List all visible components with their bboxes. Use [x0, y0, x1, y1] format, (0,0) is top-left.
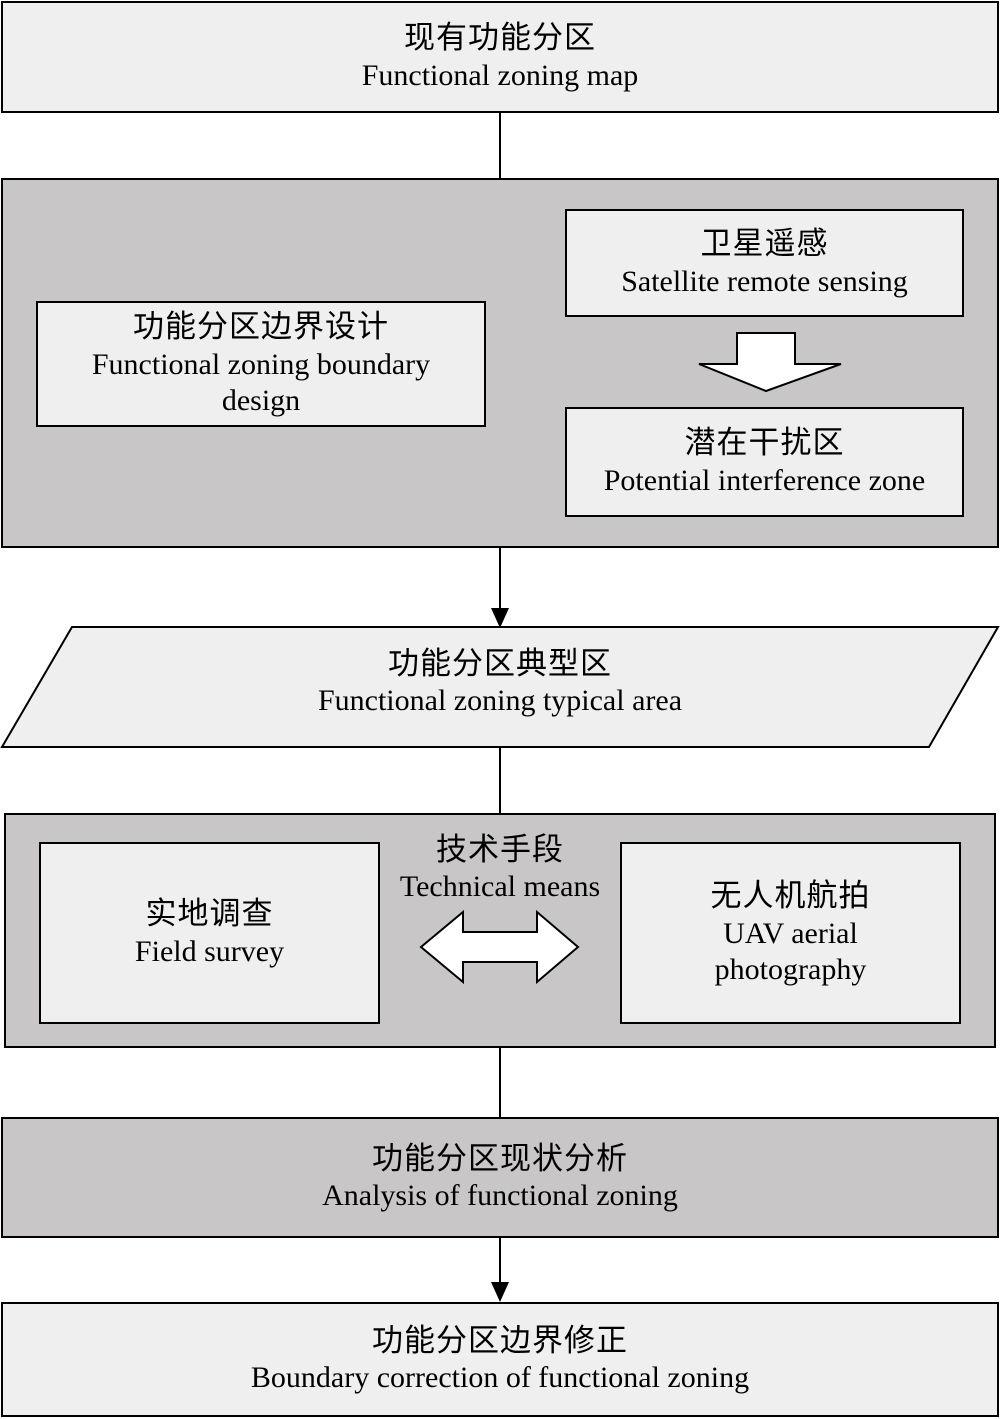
typical-area-cn: 功能分区典型区 — [388, 646, 612, 682]
boundary-design-en-line1: Functional zoning boundary — [91, 347, 431, 381]
uav-en-line2: photography — [714, 952, 867, 986]
boundary-design-box: 功能分区边界设计 Functional zoning boundary desi… — [36, 301, 486, 427]
boundary-design-cn: 功能分区边界设计 — [133, 309, 389, 346]
satellite-cn: 卫星遥感 — [700, 226, 829, 263]
boundary-design-en-line2: design — [221, 383, 301, 417]
satellite-remote-sensing-box: 卫星遥感 Satellite remote sensing — [565, 209, 964, 317]
typical-area-parallelogram — [0, 626, 1000, 748]
field-survey-en: Field survey — [134, 934, 285, 968]
arrow-panel-to-typical-head — [491, 608, 509, 628]
arrow-analysis-to-correction-head — [491, 1282, 509, 1302]
technical-means-en: Technical means — [399, 870, 601, 904]
field-survey-cn: 实地调查 — [145, 896, 274, 933]
analysis-cn: 功能分区现状分析 — [372, 1140, 628, 1177]
correction-cn: 功能分区边界修正 — [372, 1322, 628, 1359]
functional-zoning-map-box: 现有功能分区 Functional zoning map — [1, 1, 999, 113]
correction-en: Boundary correction of functional zoning — [250, 1361, 750, 1395]
boundary-correction-box: 功能分区边界修正 Boundary correction of function… — [1, 1302, 999, 1417]
uav-en-line1: UAV aerial — [723, 916, 858, 950]
analysis-box: 功能分区现状分析 Analysis of functional zoning — [1, 1117, 999, 1238]
double-arrow-icon — [419, 909, 580, 985]
satellite-en: Satellite remote sensing — [621, 264, 908, 298]
technical-means-label: 技术手段 Technical means — [380, 832, 620, 905]
interference-en: Potential interference zone — [603, 463, 926, 497]
analysis-en: Analysis of functional zoning — [322, 1179, 678, 1213]
interference-cn: 潜在干扰区 — [684, 425, 845, 462]
functional-zoning-map-en: Functional zoning map — [361, 58, 639, 92]
down-arrow-icon — [698, 332, 842, 393]
typical-area-text: 功能分区典型区 Functional zoning typical area — [100, 646, 900, 719]
typical-area-en: Functional zoning typical area — [317, 684, 683, 718]
functional-zoning-map-cn: 现有功能分区 — [404, 20, 596, 57]
technical-means-cn: 技术手段 — [436, 832, 564, 868]
uav-aerial-box: 无人机航拍 UAV aerial photography — [620, 842, 961, 1024]
field-survey-box: 实地调查 Field survey — [39, 842, 380, 1024]
uav-cn: 无人机航拍 — [710, 878, 871, 915]
potential-interference-box: 潜在干扰区 Potential interference zone — [565, 407, 964, 517]
